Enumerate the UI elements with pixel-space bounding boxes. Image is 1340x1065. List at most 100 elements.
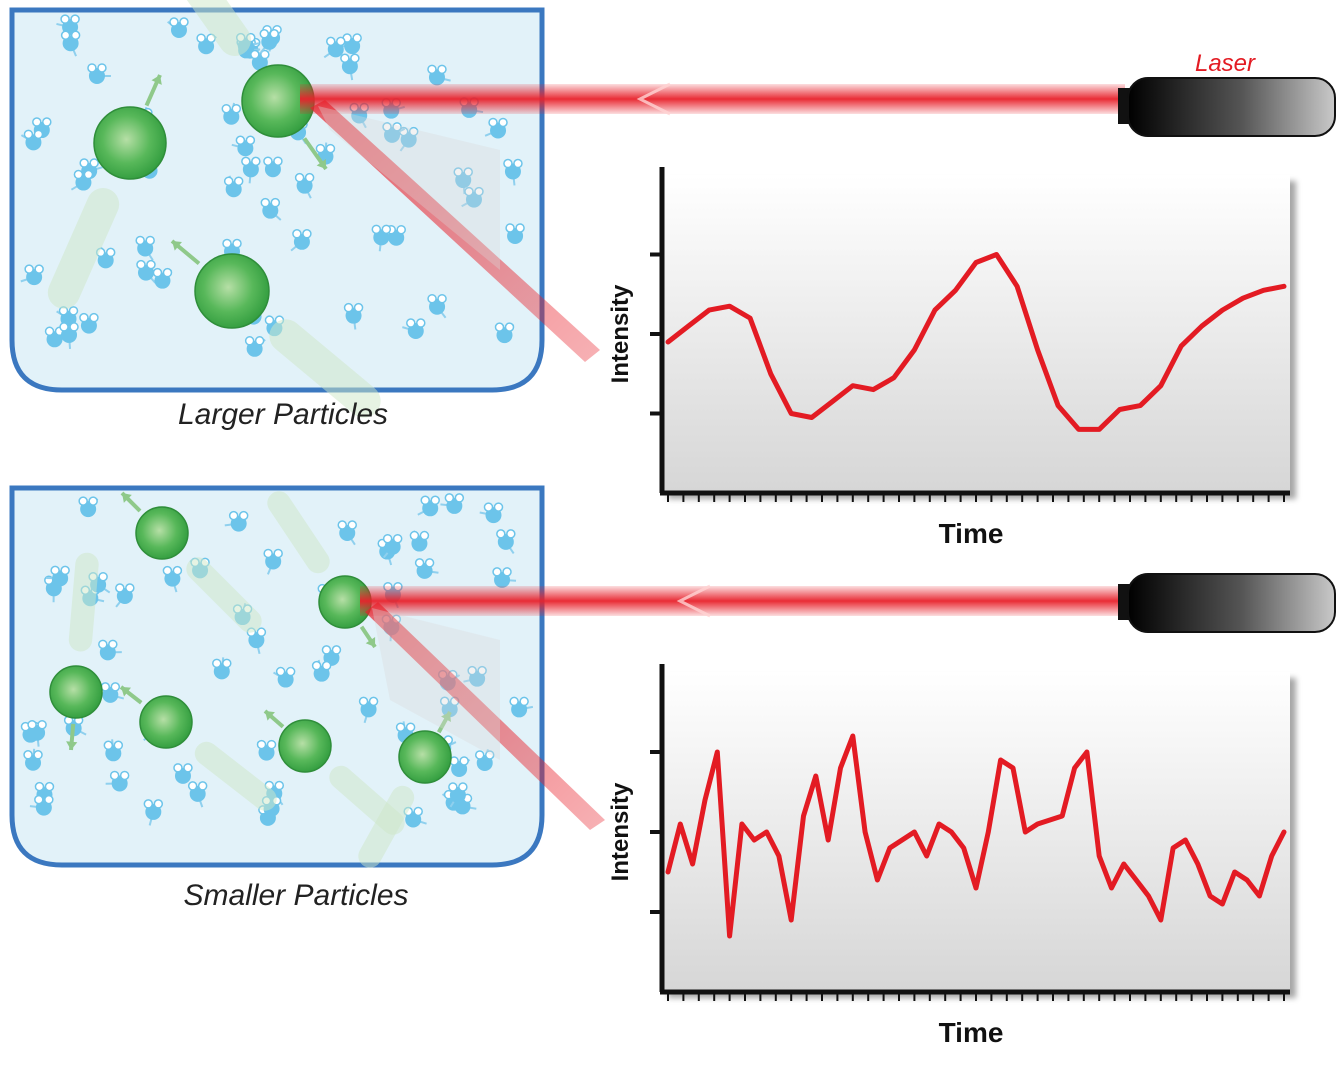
solvent-molecule <box>46 565 70 587</box>
solvent-molecule <box>105 770 130 792</box>
solvent-molecule <box>223 175 244 198</box>
solvent-molecule <box>259 29 280 54</box>
solvent-molecule <box>273 666 296 688</box>
solvent-molecule <box>79 312 99 334</box>
solvent-molecule <box>263 156 283 178</box>
solvent-molecule <box>241 156 261 184</box>
solvent-molecule <box>167 17 189 39</box>
solvent-molecule <box>449 756 471 777</box>
x-axis-label: Time <box>939 518 1004 549</box>
solvent-molecule <box>115 583 135 608</box>
solvent-molecule <box>260 197 282 221</box>
particle <box>119 685 277 811</box>
solvent-molecule <box>187 781 208 808</box>
solvent-molecule <box>440 493 465 514</box>
beam-incident <box>360 586 1125 616</box>
solvent-molecule <box>23 748 43 771</box>
solvent-molecule <box>479 502 504 524</box>
solvent-molecule <box>29 794 54 816</box>
solvent-molecule <box>343 302 364 330</box>
laser-body <box>1127 573 1336 633</box>
solvent-molecule <box>453 167 473 195</box>
solvent-molecule <box>496 529 516 555</box>
solvent-molecule <box>409 530 430 552</box>
solvent-molecule <box>70 169 94 191</box>
solvent-molecule <box>78 496 99 518</box>
solvent-molecule <box>100 682 125 703</box>
solvent-molecule <box>509 696 534 718</box>
solvent-molecule <box>382 533 403 559</box>
solvent-molecule <box>414 558 439 579</box>
caption-larger-particles: Larger Particles <box>178 398 388 431</box>
laser-device-top <box>1118 77 1336 137</box>
solvent-molecule <box>221 102 242 125</box>
solvent-molecule <box>20 129 44 151</box>
intensity-trace <box>665 733 1287 939</box>
solvent-molecule <box>143 799 164 826</box>
solvent-molecule <box>256 739 277 761</box>
solvent-molecule <box>311 659 332 682</box>
intensity-trace <box>665 252 1287 432</box>
solvent-molecule <box>152 267 173 289</box>
solvent-molecule <box>294 172 315 199</box>
solvent-molecule <box>340 53 360 81</box>
solvent-molecule <box>60 30 81 57</box>
solvent-molecule <box>492 567 517 588</box>
solvent-molecule <box>196 33 218 55</box>
solvent-molecule <box>27 719 47 747</box>
beam-direction-arrow <box>676 584 711 618</box>
particles-larger <box>47 0 381 418</box>
solvent-molecule <box>290 229 312 252</box>
solvent-molecule <box>56 306 79 327</box>
laser-beam-top <box>300 82 1125 362</box>
solvent-molecule <box>484 117 508 139</box>
plot-area <box>662 175 1290 493</box>
solvent-molecule <box>371 224 392 252</box>
solvent-molecule <box>224 510 249 532</box>
solvent-molecule <box>448 782 468 808</box>
solvent-molecule <box>135 235 155 261</box>
particle <box>358 711 452 868</box>
caption-smaller-particles: Smaller Particles <box>183 879 408 912</box>
beam-incident <box>300 84 1125 114</box>
solvent-molecule <box>98 639 122 661</box>
solvent-molecule <box>505 223 525 244</box>
scatter-cone <box>318 106 500 270</box>
particle <box>49 552 103 751</box>
solvent-molecule <box>402 318 426 340</box>
laser-label: Laser <box>1195 50 1256 77</box>
solvent-molecule <box>212 657 232 680</box>
particles-smaller <box>49 491 452 868</box>
solvent-molecule <box>59 322 79 349</box>
x-axis-label: Time <box>939 1017 1004 1048</box>
y-axis-label: Intensity <box>607 284 634 383</box>
laser-device-bottom <box>1118 573 1336 633</box>
solvent-molecule <box>162 565 183 593</box>
solvent-molecule <box>136 259 157 284</box>
laser-body <box>1127 77 1336 137</box>
solvent-molecule <box>474 749 495 771</box>
solvent-molecule <box>263 548 283 575</box>
solvent-molecule <box>398 126 419 152</box>
solvent-molecule <box>323 36 346 59</box>
solvent-molecule <box>494 322 515 344</box>
solvent-molecule <box>87 63 111 84</box>
solvent-molecule <box>250 48 270 71</box>
scatter-cone <box>372 608 500 760</box>
solvent-molecule <box>463 665 487 687</box>
solvent-molecule <box>503 158 523 186</box>
solvent-molecule <box>173 763 193 784</box>
particle <box>267 491 377 649</box>
y-axis-label: Intensity <box>607 782 634 881</box>
solvent-molecule <box>231 135 256 157</box>
solvent-molecule <box>382 122 406 143</box>
solvent-molecule <box>20 264 44 286</box>
beam-scattered <box>365 602 605 830</box>
solvent-molecule <box>461 186 484 208</box>
plot-area <box>662 672 1290 992</box>
solvent-molecule <box>358 696 379 724</box>
solvent-molecule <box>103 739 124 762</box>
beam-scattered <box>310 100 600 362</box>
